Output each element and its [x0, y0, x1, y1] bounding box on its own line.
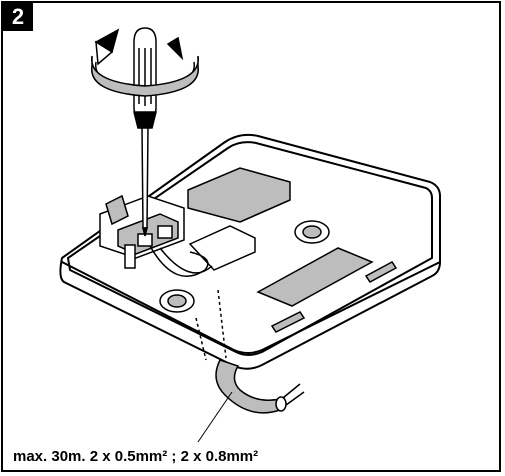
caption-leader-line — [197, 391, 233, 443]
base-plate-details — [159, 167, 398, 333]
wire-spec-caption: max. 30m. 2 x 0.5mm² ; 2 x 0.8mm² — [13, 448, 259, 465]
terminal-block — [99, 194, 185, 269]
wire-loops — [149, 245, 213, 277]
rotation-arrow-icon — [91, 28, 199, 97]
cable-icon — [195, 289, 305, 414]
step-number-badge: 2 — [3, 3, 33, 31]
